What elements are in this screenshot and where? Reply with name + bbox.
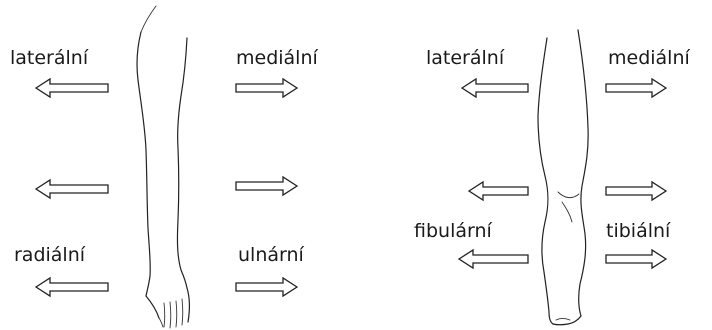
leg-arrow-left-bottom [457, 248, 529, 270]
leg-arrow-left-middle [467, 180, 529, 202]
arm-arrow-right-middle [235, 175, 299, 197]
leg-arrow-right-top [605, 77, 668, 99]
arm-arrow-left-top [34, 77, 109, 99]
arm-arrow-left-middle [34, 178, 109, 200]
arm-label-ulnar: ulnární [238, 244, 305, 266]
arm-arrow-right-top [235, 77, 299, 99]
leg-arrow-right-middle [605, 180, 668, 202]
leg-label-lateral: laterální [426, 47, 505, 69]
arm-panel: laterální mediální radiální ulnární [10, 5, 319, 329]
leg-label-tibial: tibiální [606, 220, 671, 242]
leg-panel: laterální mediální fibulární tibiální [414, 29, 691, 326]
arm-label-radial: radiální [14, 244, 86, 266]
leg-label-medial: mediální [608, 47, 691, 69]
leg-arrow-left-top [460, 77, 529, 99]
arm-outline [136, 5, 190, 329]
leg-arrow-right-bottom [605, 248, 668, 270]
arm-label-medial: mediální [236, 47, 319, 69]
leg-outline [537, 29, 589, 326]
leg-label-fibular: fibulární [414, 220, 493, 242]
arm-arrow-right-bottom [235, 276, 299, 298]
arm-label-lateral: laterální [10, 47, 89, 69]
arm-arrow-left-bottom [34, 276, 109, 298]
